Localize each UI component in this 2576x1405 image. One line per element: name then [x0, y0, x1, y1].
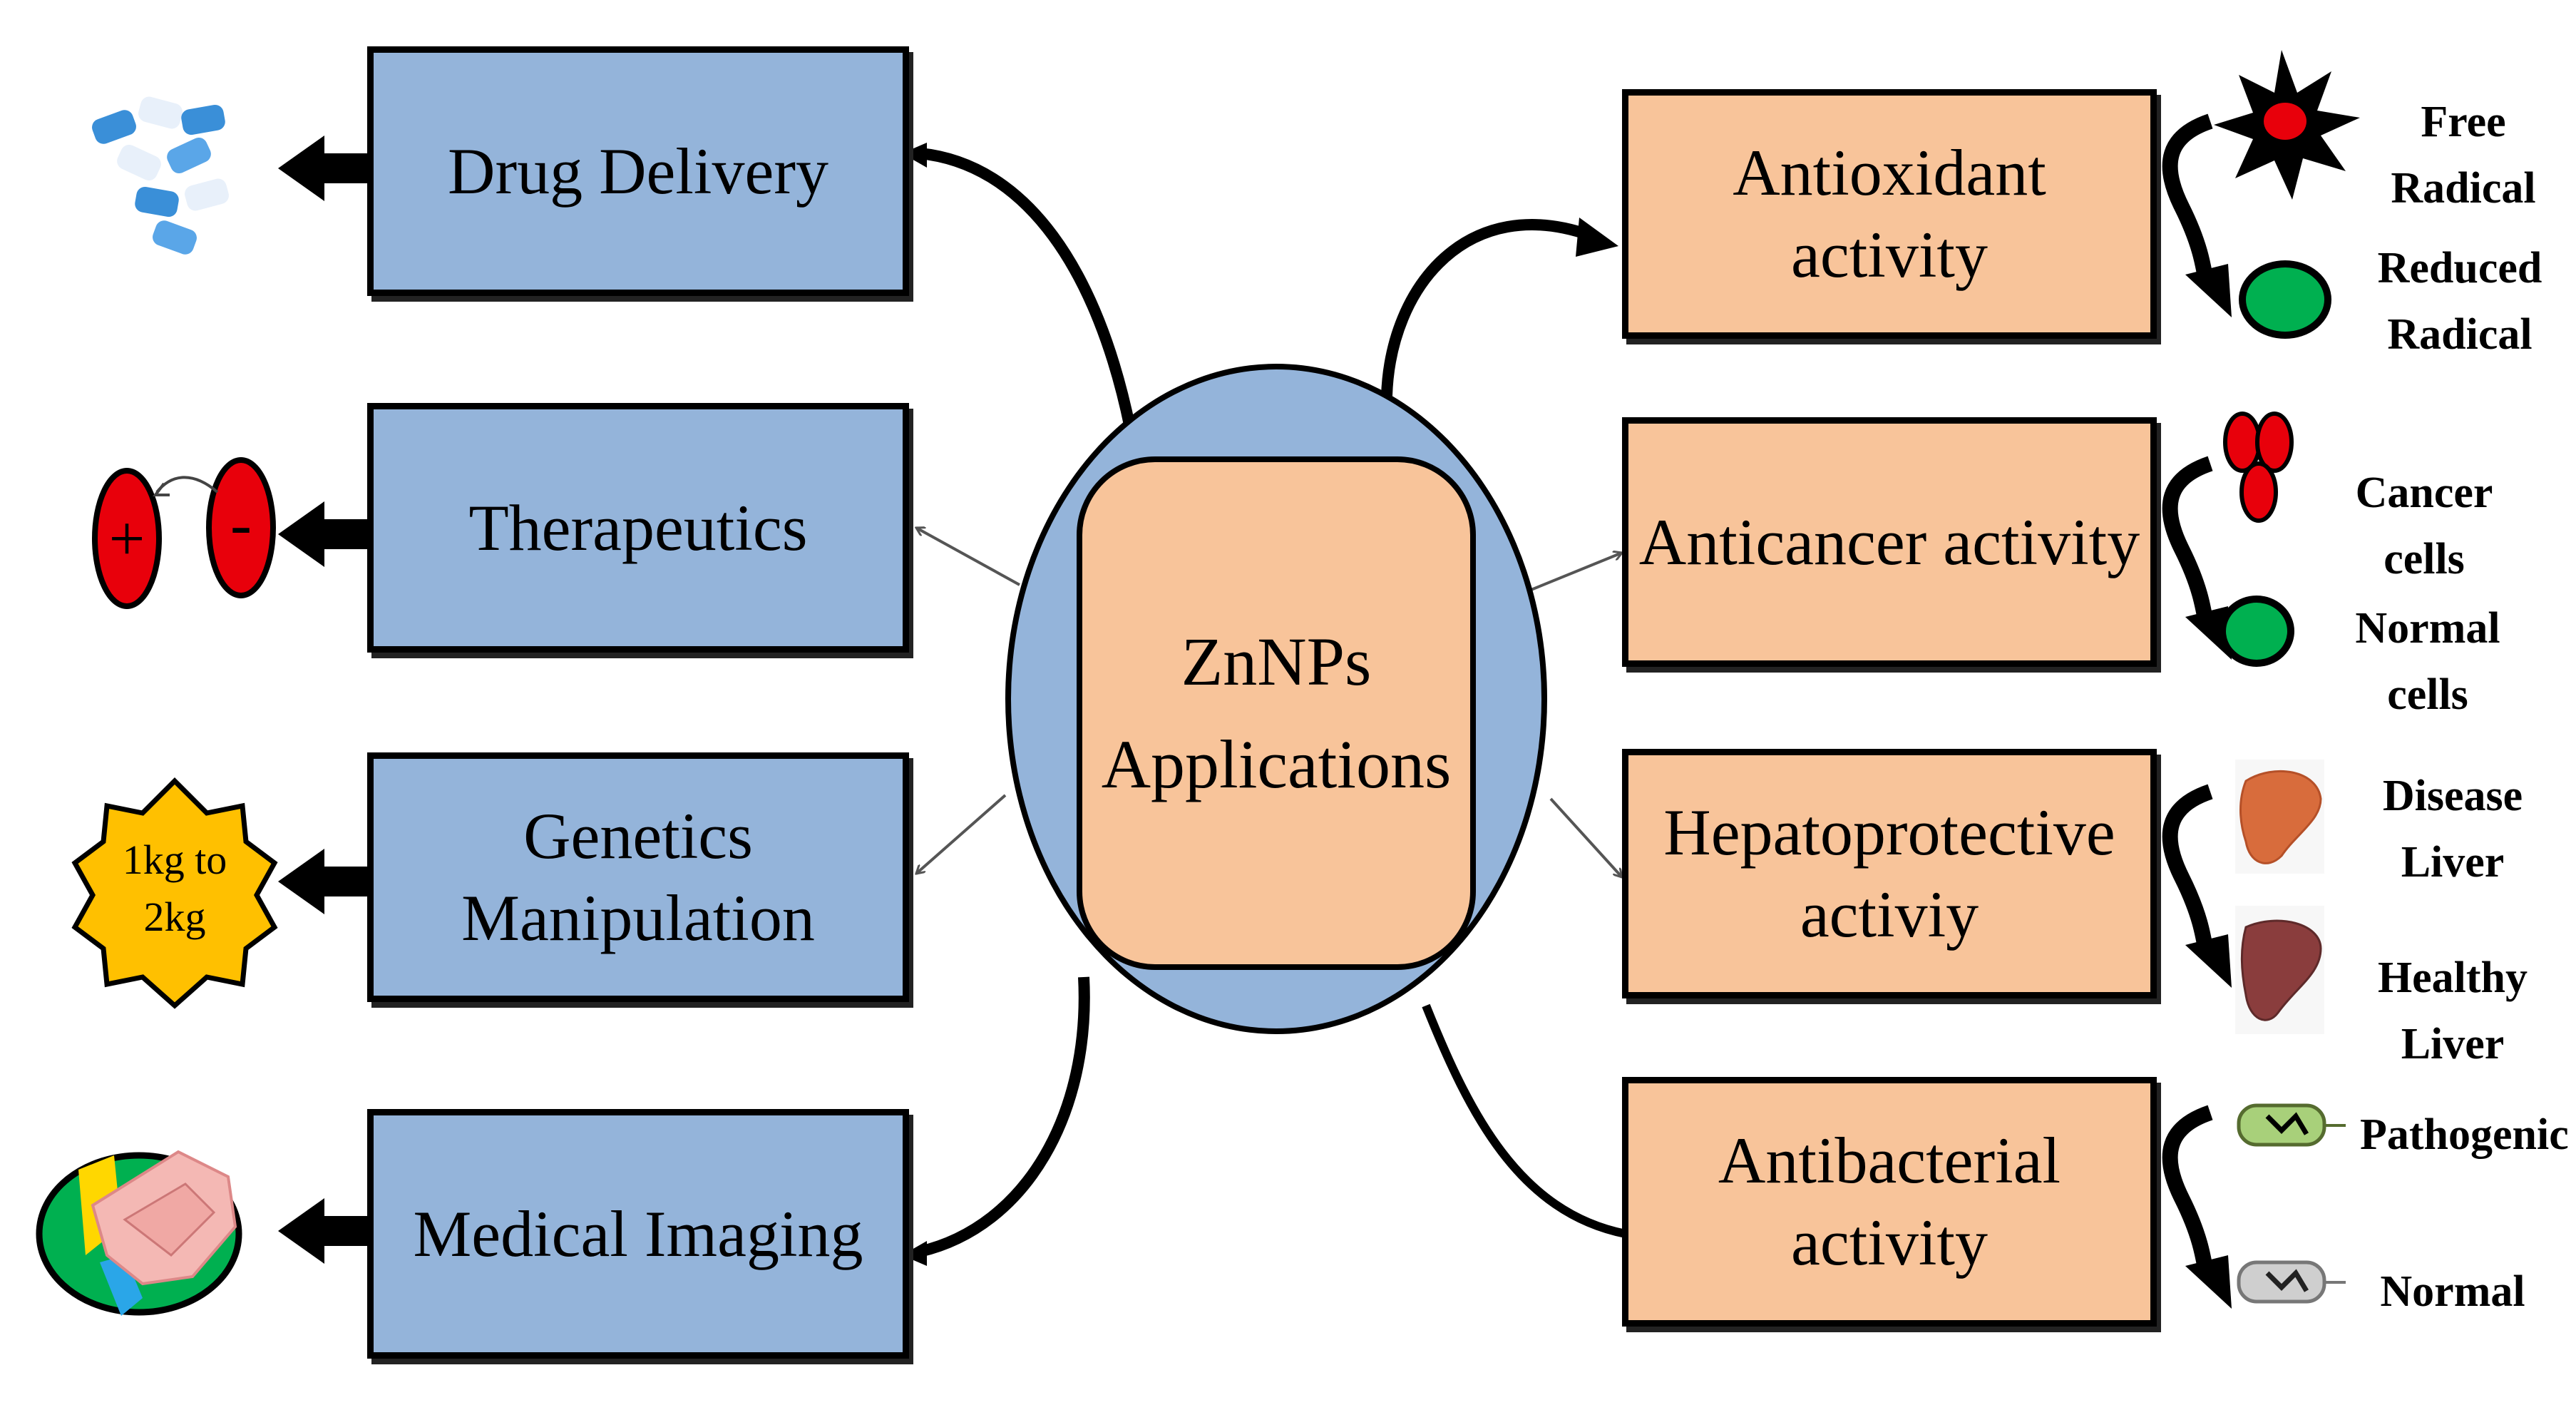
box-drug-delivery: Drug Delivery: [367, 46, 909, 296]
box-therapeutics: Therapeutics: [367, 403, 909, 653]
center-title-line1: ZnNPs: [1181, 623, 1372, 700]
pills-icon: [92, 96, 229, 255]
free-radical-icon: [2214, 50, 2360, 200]
label-reduced-radical-line2: Radical: [2387, 310, 2533, 359]
box-anticancer-activity-label: Anticancer activity: [1638, 505, 2140, 578]
connector-medical-imaging: [918, 976, 1090, 1257]
label-pathogenic: Pathogenic: [2360, 1110, 2569, 1159]
arrow-anticancer: [1525, 553, 1622, 593]
center-title-line2: Applications: [1101, 726, 1452, 802]
box-hepatoprotective-label-2: activiy: [1800, 878, 1979, 951]
label-cancer-cells: Cancer cells: [2355, 469, 2493, 583]
label-free-radical: Free Radical: [2391, 98, 2536, 213]
badge-text-1: 1kg to: [123, 837, 227, 883]
minus-sign: -: [230, 489, 252, 560]
charge-icon: + -: [92, 457, 276, 609]
disease-liver-icon: [2235, 760, 2324, 874]
box-antioxidant-activity: Antioxidant activity: [1622, 89, 2157, 339]
label-normal: Normal: [2380, 1267, 2525, 1316]
healthy-liver-icon: [2235, 906, 2324, 1034]
label-healthy-liver: Healthy Liver: [2377, 954, 2528, 1068]
normal-bacteria-icon: [2237, 1260, 2346, 1304]
arrow-therapeutics: [916, 528, 1020, 586]
badge-icon: 1kg to 2kg: [71, 777, 278, 1009]
box-drug-delivery-label: Drug Delivery: [448, 134, 828, 208]
label-disease-liver: Disease Liver: [2382, 772, 2523, 887]
box-therapeutics-label: Therapeutics: [468, 491, 808, 564]
label-normal-cells: Normal cells: [2355, 604, 2500, 719]
box-genetics-manipulation: Genetics Manipulation: [367, 752, 909, 1002]
label-reduced-radical: Reduced Radical: [2360, 235, 2560, 368]
right-bracket-arrows: [2162, 113, 2215, 1278]
scan-icon: [36, 1150, 242, 1316]
box-hepatoprotective-label-1: Hepatoprotective: [1663, 796, 2115, 869]
box-antibacterial-activity: Antibacterial activity: [1622, 1077, 2157, 1327]
connector-antioxidant: [1381, 219, 1592, 397]
pathogenic-bacteria-icon: [2237, 1103, 2346, 1147]
box-antibacterial-activity-label: Antibacterial activity: [1718, 1124, 2061, 1279]
label-reduced-radical-line1: Reduced: [2377, 244, 2542, 292]
arrow-hepatoprotective: [1549, 797, 1622, 877]
right-bracket-arrowheads: [2185, 264, 2232, 1309]
arrow-genetics: [916, 794, 1007, 874]
box-hepatoprotective-activity: Hepatoprotective activiy: [1622, 749, 2157, 998]
left-arrows: [278, 136, 374, 1264]
box-antioxidant-activity-label: Antioxidant activity: [1733, 136, 2046, 291]
reduced-radical-icon: [2239, 260, 2331, 339]
badge-text-2: 2kg: [144, 894, 206, 940]
box-anticancer-activity: Anticancer activity: [1622, 417, 2157, 667]
box-medical-imaging: Medical Imaging: [367, 1109, 909, 1359]
center-box: ZnNPs Applications: [1077, 456, 1476, 970]
cancer-cells-icon: [2223, 412, 2294, 523]
box-genetics-manipulation-label: Genetics Manipulation: [461, 799, 815, 954]
connector-antibacterial: [1422, 1003, 1627, 1238]
normal-cells-icon: [2219, 596, 2294, 667]
box-medical-imaging-label: Medical Imaging: [413, 1197, 863, 1270]
connector-drug-delivery: [919, 148, 1136, 429]
plus-sign: +: [109, 504, 145, 574]
